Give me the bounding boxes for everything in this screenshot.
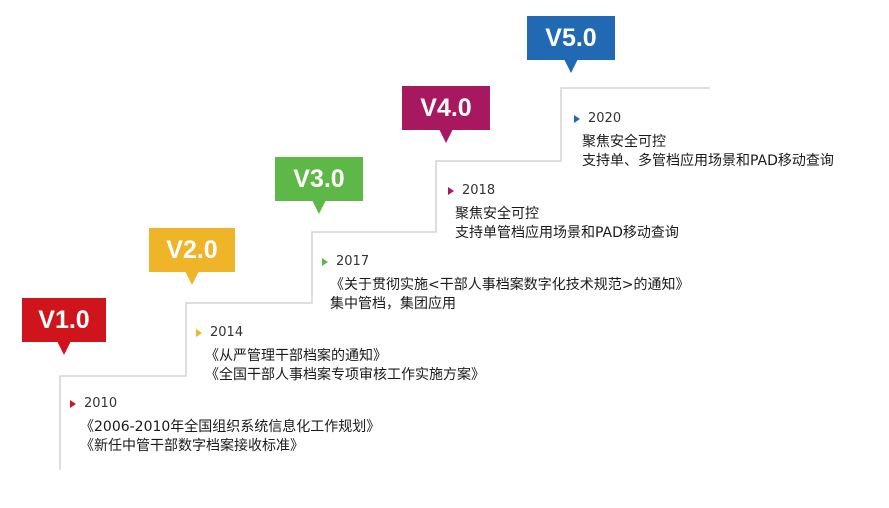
description-line: 《新任中管干部数字档案接收标准》 <box>80 438 304 454</box>
version-badge-v4: V4.0 <box>402 86 490 143</box>
version-badge-v3: V3.0 <box>275 157 363 214</box>
year-label-2014: 2014 <box>196 325 243 341</box>
version-badge-v1: V1.0 <box>22 298 106 355</box>
milestone-description-2018: 聚焦安全可控 支持单管档应用场景和PAD移动查询 <box>455 205 679 243</box>
description-line: 《从严管理干部档案的通知》 <box>205 348 387 364</box>
milestone-description-2014: 《从严管理干部档案的通知》 《全国干部人事档案专项审核工作实施方案》 <box>205 347 485 385</box>
description-line: 《全国干部人事档案专项审核工作实施方案》 <box>205 367 485 383</box>
year-label-2017: 2017 <box>322 254 369 270</box>
year-label-2018: 2018 <box>448 183 495 199</box>
description-line: 支持单管档应用场景和PAD移动查询 <box>455 225 679 241</box>
description-line: 《关于贯彻实施<干部人事档案数字化技术规范>的通知》 <box>330 277 690 293</box>
milestone-description-2020: 聚焦安全可控 支持单、多管档应用场景和PAD移动查询 <box>582 133 834 171</box>
version-badge-v5: V5.0 <box>527 16 615 73</box>
year-label-2010: 2010 <box>70 396 117 412</box>
milestone-description-2010: 《2006-2010年全国组织系统信息化工作规划》 《新任中管干部数字档案接收标… <box>80 418 380 456</box>
version-badge-v2: V2.0 <box>149 228 235 285</box>
description-line: 聚焦安全可控 <box>582 134 666 150</box>
milestone-description-2017: 《关于贯彻实施<干部人事档案数字化技术规范>的通知》 集中管档，集团应用 <box>330 276 689 314</box>
description-line: 支持单、多管档应用场景和PAD移动查询 <box>582 153 834 169</box>
year-label-2020: 2020 <box>574 111 621 127</box>
description-line: 集中管档，集团应用 <box>330 296 456 312</box>
description-line: 《2006-2010年全国组织系统信息化工作规划》 <box>80 419 381 435</box>
description-line: 聚焦安全可控 <box>455 206 539 222</box>
